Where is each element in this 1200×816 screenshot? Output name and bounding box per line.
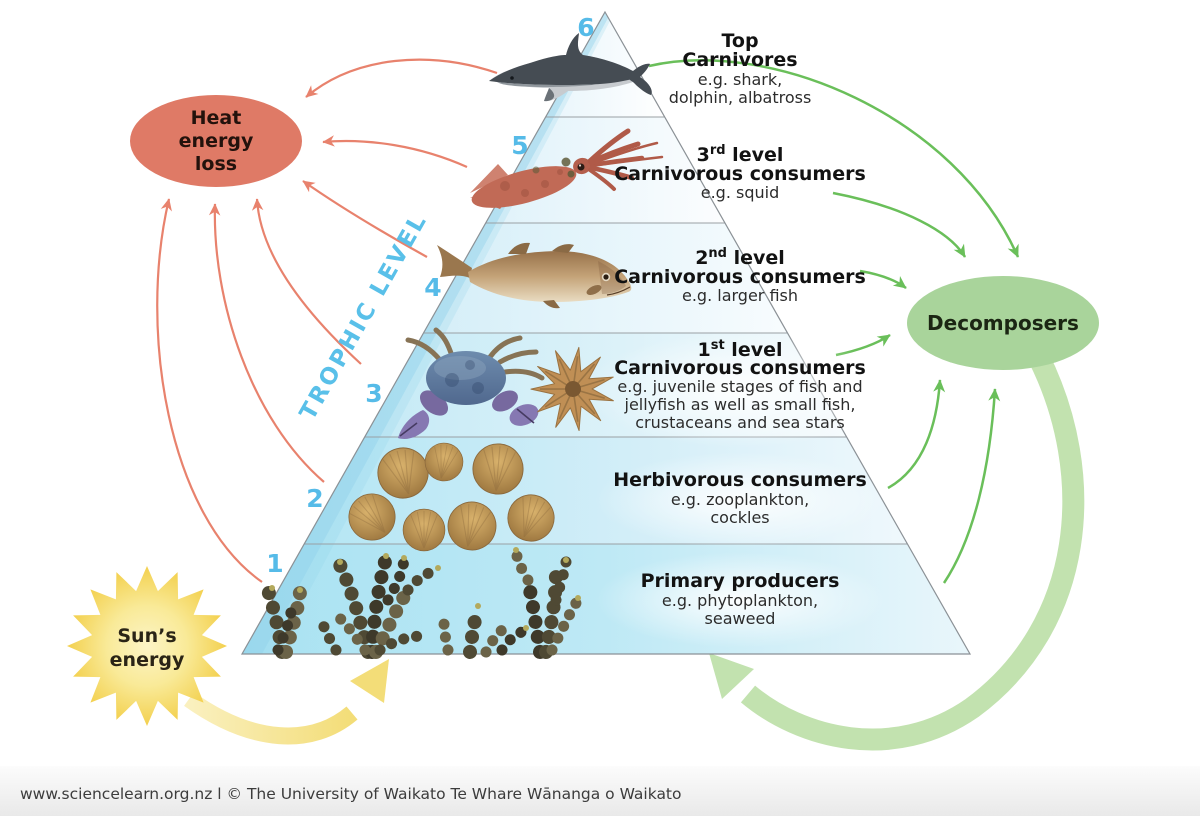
heat-ellipse — [130, 95, 302, 187]
level-number-1: 1 — [266, 549, 283, 578]
crab-illustration — [398, 327, 545, 439]
level-3-example-line-3: crustaceans and sea stars — [635, 413, 845, 432]
level-1-title: Primary producers — [641, 570, 840, 592]
level-numbers: 6 5 4 3 2 1 — [266, 13, 594, 578]
level-3-title-line-1: 1st level — [698, 338, 783, 361]
green-arrow-level-6 — [648, 59, 1020, 258]
level-1-labels: Primary producers e.g. phytoplankton, se… — [641, 570, 840, 628]
red-arrows-to-heat — [156, 58, 498, 583]
dolphin-illustration — [489, 33, 652, 102]
level-4-title-line-2: Carnivorous consumers — [614, 266, 866, 288]
sun-label-line-2: energy — [110, 649, 185, 671]
red-arrow-level-6 — [305, 58, 498, 98]
level-4-example-line-1: e.g. larger fish — [682, 286, 798, 305]
text-halo-level-3 — [585, 332, 895, 448]
level-2-title: Herbivorous consumers — [613, 469, 867, 491]
seaweed-illustration — [261, 546, 584, 659]
red-arrow-level-4 — [302, 180, 428, 258]
decomposers-ellipse — [907, 276, 1099, 370]
footer-credit: www.sciencelearn.org.nz l © The Universi… — [20, 785, 682, 803]
red-arrow-level-2 — [208, 203, 325, 483]
level-6-title-line-1: Top — [721, 30, 758, 52]
level-3-example-line-1: e.g. juvenile stages of fish and — [617, 377, 862, 396]
heat-energy-loss-bubble: Heat energy loss — [130, 95, 302, 187]
level-6-title-line-2: Carnivores — [682, 49, 797, 71]
decomposers-bubble: Decomposers — [907, 276, 1099, 370]
squid-illustration — [470, 128, 664, 209]
heat-label-line-1: Heat — [191, 107, 242, 129]
green-arrow-level-2 — [887, 379, 946, 490]
sun-shape: Sun’s energy — [67, 566, 227, 726]
squid-eye — [577, 163, 585, 171]
level-5-title-line-1: 3rd level — [697, 143, 784, 166]
red-arrow-level-5 — [322, 135, 468, 169]
level-number-4: 4 — [424, 273, 441, 302]
level-4-labels: 2nd level Carnivorous consumers e.g. lar… — [614, 246, 866, 305]
level-5-labels: 3rd level Carnivorous consumers e.g. squ… — [614, 143, 866, 202]
red-arrow-level-3 — [251, 198, 362, 365]
level-1-example-line-2: seaweed — [705, 609, 776, 628]
level-6-labels: Top Carnivores e.g. shark, dolphin, alba… — [669, 30, 812, 107]
green-arrow-level-4 — [859, 269, 907, 290]
green-arrow-level-1 — [942, 388, 1001, 584]
level-1-example-line-1: e.g. phytoplankton, — [662, 591, 818, 610]
cockles-illustration — [348, 442, 555, 552]
level-3-labels: 1st level Carnivorous consumers e.g. juv… — [614, 338, 866, 432]
heat-label-line-3: loss — [195, 153, 237, 175]
level-5-example-line-1: e.g. squid — [701, 183, 780, 202]
sun-energy-arrow — [184, 659, 389, 745]
level-number-6: 6 — [577, 13, 594, 42]
level-3-example-line-2: jellyfish as well as small fish, — [624, 395, 856, 414]
heat-label-line-2: energy — [179, 130, 254, 152]
recycle-arrowhead — [709, 653, 754, 699]
footer-strip — [0, 766, 1200, 816]
level-6-example-line-1: e.g. shark, — [698, 70, 782, 89]
red-arrow-level-1 — [156, 198, 263, 583]
fish-eye — [603, 274, 609, 280]
green-arrow-level-5 — [832, 191, 967, 258]
pyramid-outline — [240, 10, 972, 655]
level-6-example-line-2: dolphin, albatross — [669, 88, 812, 107]
level-4-title-line-1: 2nd level — [695, 246, 785, 269]
level-number-5: 5 — [511, 131, 528, 160]
text-halo-level-2 — [595, 452, 885, 548]
dolphin-eye — [510, 76, 514, 80]
level-2-labels: Herbivorous consumers e.g. zooplankton, … — [613, 469, 867, 527]
level-2-example-line-1: e.g. zooplankton, — [671, 490, 809, 509]
decomposers-label: Decomposers — [927, 311, 1079, 335]
level-number-3: 3 — [365, 379, 382, 408]
level-3-title-line-2: Carnivorous consumers — [614, 357, 866, 379]
green-arrows-to-decomposers — [648, 59, 1020, 584]
level-5-title-line-2: Carnivorous consumers — [614, 163, 866, 185]
fish-illustration — [437, 242, 632, 309]
sun-label-line-1: Sun’s — [117, 625, 176, 647]
decomposer-recycle-arrow — [709, 351, 1085, 751]
level-number-2: 2 — [306, 484, 323, 513]
level-2-example-line-2: cockles — [710, 508, 769, 527]
sea-star-illustration — [530, 346, 614, 432]
text-halo-level-1 — [595, 552, 885, 648]
sun-arrowhead — [350, 659, 389, 703]
